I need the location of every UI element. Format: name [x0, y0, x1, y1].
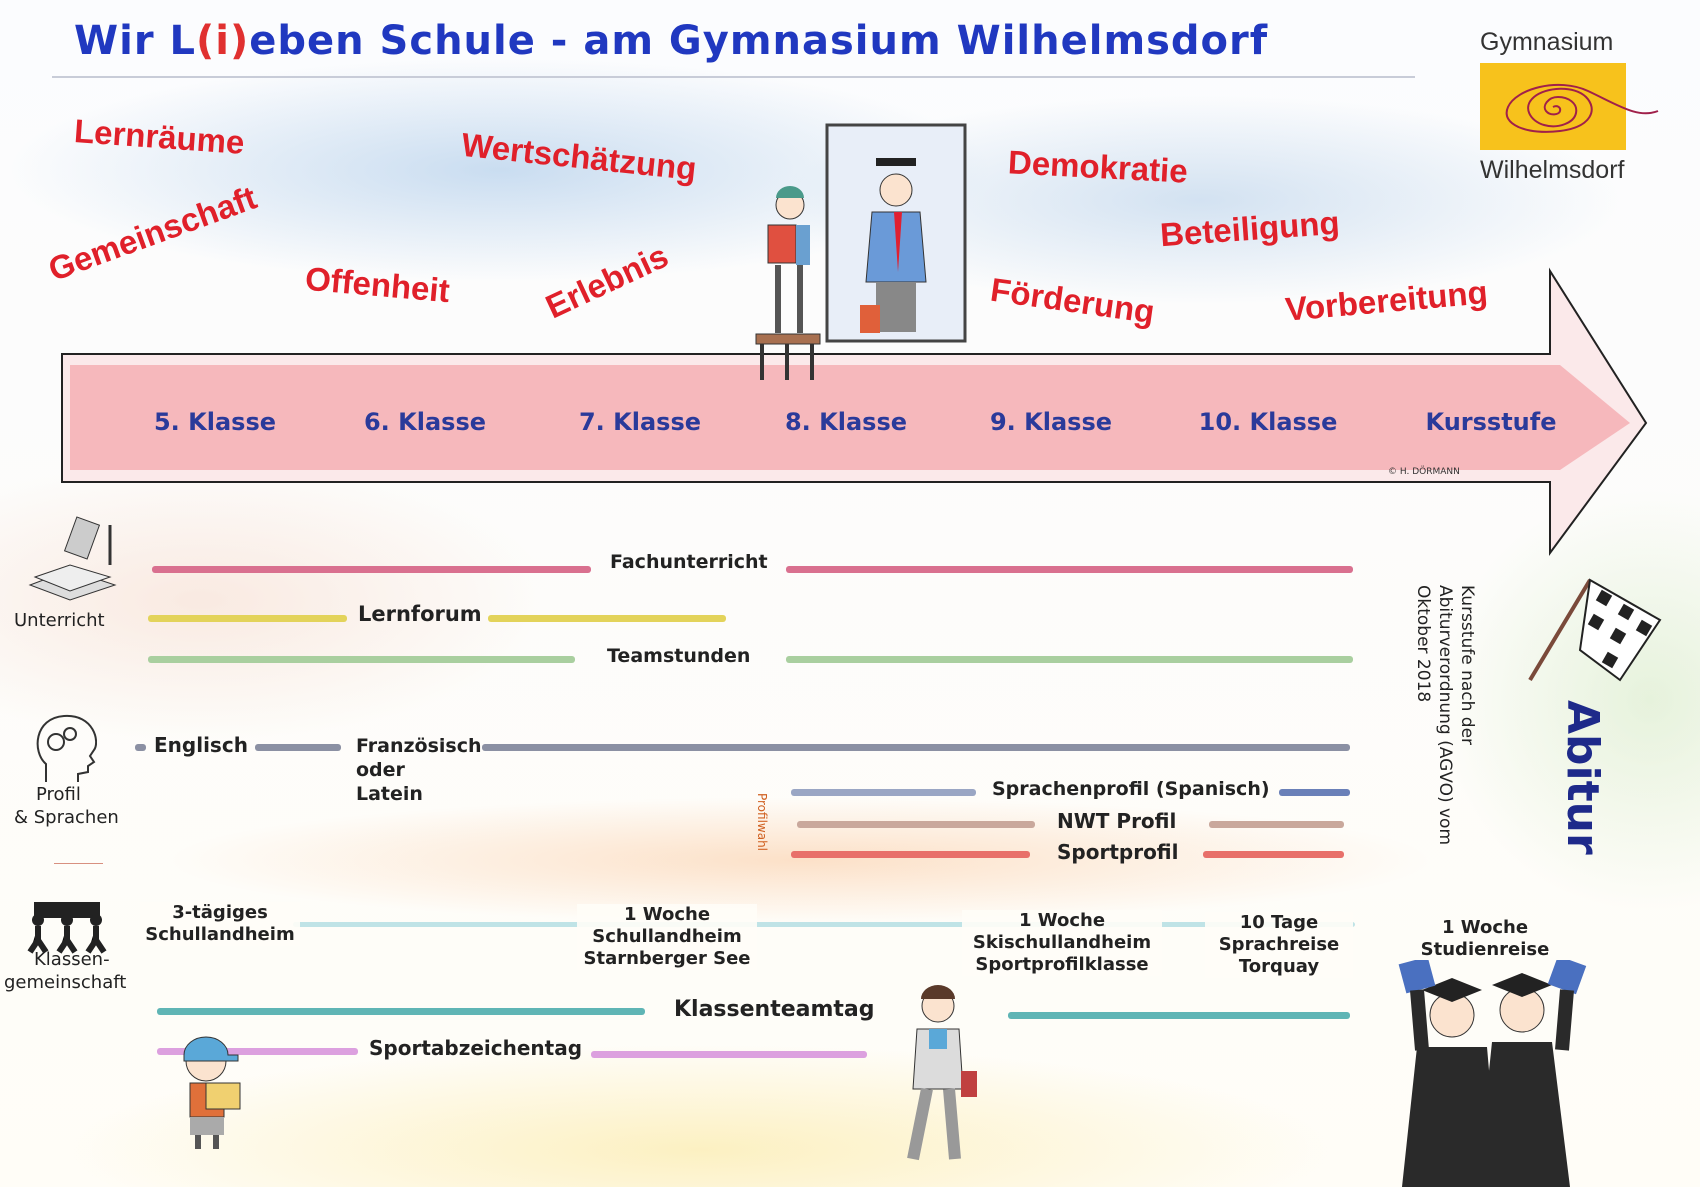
lernforum-label: Lernforum: [358, 602, 482, 626]
grade-label: 10. Klasse: [1198, 408, 1338, 436]
category-unterricht: Unterricht: [14, 610, 105, 631]
englisch-line: [255, 744, 341, 751]
sportprofil-label: Sportprofil: [1057, 840, 1179, 864]
profilwahl-label: Profilwahl: [755, 792, 770, 852]
category-gemeinschaft: gemeinschaft: [4, 972, 127, 993]
englisch-label: Englisch: [154, 733, 248, 757]
grade-label: 9. Klasse: [989, 408, 1113, 436]
skischullandheim: 1 Woche Skischullandheim Sportprofilklas…: [962, 910, 1162, 976]
title-paren: (i): [195, 18, 250, 64]
franzoesisch-label: Französisch: [356, 735, 482, 757]
fachunterricht-line: [152, 566, 591, 573]
englisch-line: [135, 744, 146, 751]
lernforum-line: [488, 615, 726, 622]
klassenteamtag-line: [157, 1008, 645, 1015]
page-title: Wir L(i)eben Schule - am Gymnasium Wilhe…: [74, 18, 1268, 64]
head-gears-icon: [36, 714, 97, 782]
fremdsprache-line: [482, 744, 1350, 751]
spanisch-label: Sprachenprofil (Spanisch): [992, 778, 1270, 800]
teamstunden-label: Teamstunden: [607, 645, 751, 667]
schullandheim-3tage: 3-tägiges Schullandheim: [140, 902, 300, 946]
title-part: eben Schule - am Gymnasium Wilhelmsdorf: [249, 18, 1269, 64]
boy-on-stool-icon: [755, 186, 821, 380]
books-icon: [28, 516, 117, 601]
boy-reading-icon: [183, 1036, 241, 1149]
sportprofil-line: [791, 851, 1030, 858]
grade-label: 7. Klasse: [578, 408, 702, 436]
logo-text-bottom: Wilhelmsdorf: [1480, 156, 1625, 184]
logo-text-top: Gymnasium: [1480, 28, 1614, 56]
sportprofil-line: [1203, 851, 1344, 858]
grade-label: 6. Klasse: [363, 408, 487, 436]
sprachreise-torquay: 10 Tage Sprachreise Torquay: [1205, 912, 1353, 978]
grade-label: 5. Klasse: [153, 408, 277, 436]
studienreise: 1 Woche Studienreise: [1420, 917, 1550, 960]
grade-label: Kursstufe: [1425, 408, 1557, 436]
category-klassen: Klassen-: [34, 949, 110, 970]
graduate-mirror-icon: [825, 123, 967, 343]
teamstunden-line: [148, 656, 575, 663]
checkered-flag-icon: [1528, 578, 1662, 682]
abitur-label: Abitur: [1557, 700, 1608, 855]
fahrten-line: [293, 922, 1355, 927]
team-puzzle-icon: [27, 902, 107, 954]
category-profil: Profil: [36, 784, 81, 805]
nwt-label: NWT Profil: [1057, 809, 1177, 833]
logo-spiral-icon: [1480, 63, 1659, 150]
nwt-line: [797, 821, 1035, 828]
sportabzeichentag-line: [157, 1048, 358, 1055]
grade-label: 8. Klasse: [784, 408, 908, 436]
teamstunden-line: [786, 656, 1353, 663]
title-part: Wir L: [74, 18, 196, 64]
category-sprachen: & Sprachen: [14, 807, 119, 828]
spanisch-line: [1279, 789, 1350, 796]
graduates-icon: [1398, 960, 1587, 1187]
lernforum-line: [148, 615, 347, 622]
fachunterricht-label: Fachunterricht: [610, 551, 768, 573]
schullandheim-starnberg: 1 Woche Schullandheim Starnberger See: [577, 904, 757, 970]
sportabzeichentag-label: Sportabzeichentag: [369, 1036, 583, 1060]
klassenteamtag-label: Klassenteamtag: [674, 997, 875, 1022]
kursstufe-note: Kursstufe nach der Abiturverordnung (AGV…: [1413, 585, 1477, 846]
klassenteamtag-line: [1008, 1012, 1350, 1019]
walking-student-icon: [907, 985, 977, 1161]
divider: [54, 863, 103, 864]
title-underline: [52, 76, 1415, 78]
oder-label: oder: [356, 759, 405, 781]
nwt-line: [1209, 821, 1344, 828]
timeline-arrow: [61, 123, 1648, 557]
fachunterricht-line: [786, 566, 1353, 573]
copyright: © H. DÖRMANN: [1388, 467, 1460, 477]
spanisch-line: [791, 789, 976, 796]
sportabzeichentag-line: [591, 1051, 867, 1058]
latein-label: Latein: [356, 783, 423, 805]
